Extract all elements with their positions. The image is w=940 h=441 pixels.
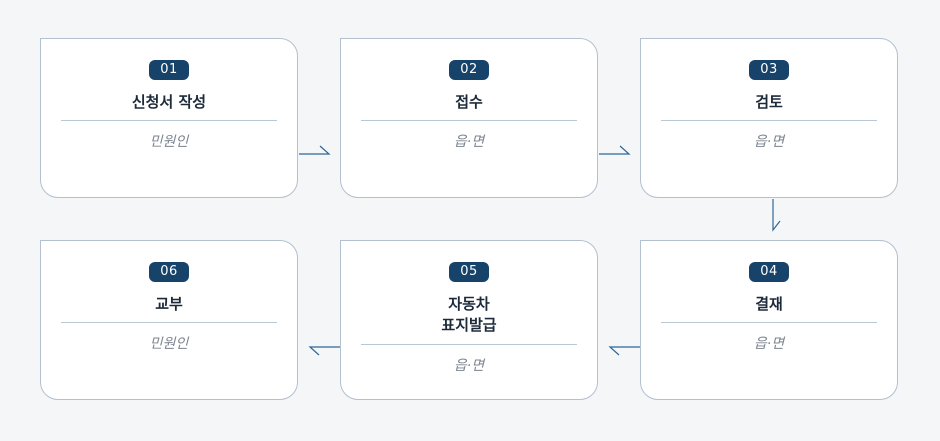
- step-actor: 민원인: [149, 336, 189, 352]
- step-title: 결재: [755, 295, 783, 313]
- step-title: 자동차 표지발급: [441, 295, 497, 334]
- step-divider: [361, 344, 577, 345]
- step-title: 신청서 작성: [131, 93, 207, 111]
- step-title: 교부: [155, 295, 183, 313]
- step-number-badge: 04: [749, 262, 789, 282]
- step-title: 검토: [755, 93, 783, 111]
- step-4-box: 04 결재 읍·면: [640, 240, 898, 400]
- step-actor: 읍·면: [753, 336, 785, 352]
- step-actor: 읍·면: [453, 358, 485, 374]
- step-number-badge: 01: [149, 60, 189, 80]
- arrow-right-icon: [599, 145, 631, 155]
- step-divider: [661, 322, 877, 323]
- arrow-right-icon: [299, 145, 331, 155]
- step-actor: 읍·면: [753, 134, 785, 150]
- step-divider: [661, 120, 877, 121]
- step-divider: [61, 322, 277, 323]
- step-number-badge: 02: [449, 60, 489, 80]
- step-6-box: 06 교부 민원인: [40, 240, 298, 400]
- step-3-box: 03 검토 읍·면: [640, 38, 898, 198]
- arrow-down-icon: [772, 199, 781, 232]
- arrow-left-icon: [608, 346, 640, 356]
- step-divider: [61, 120, 277, 121]
- step-title: 접수: [455, 93, 483, 111]
- step-number-badge: 05: [449, 262, 489, 282]
- step-5-box: 05 자동차 표지발급 읍·면: [340, 240, 598, 400]
- step-divider: [361, 120, 577, 121]
- step-actor: 민원인: [149, 134, 189, 150]
- step-actor: 읍·면: [453, 134, 485, 150]
- step-2-box: 02 접수 읍·면: [340, 38, 598, 198]
- step-1-box: 01 신청서 작성 민원인: [40, 38, 298, 198]
- step-number-badge: 03: [749, 60, 789, 80]
- arrow-left-icon: [308, 346, 340, 356]
- step-number-badge: 06: [149, 262, 189, 282]
